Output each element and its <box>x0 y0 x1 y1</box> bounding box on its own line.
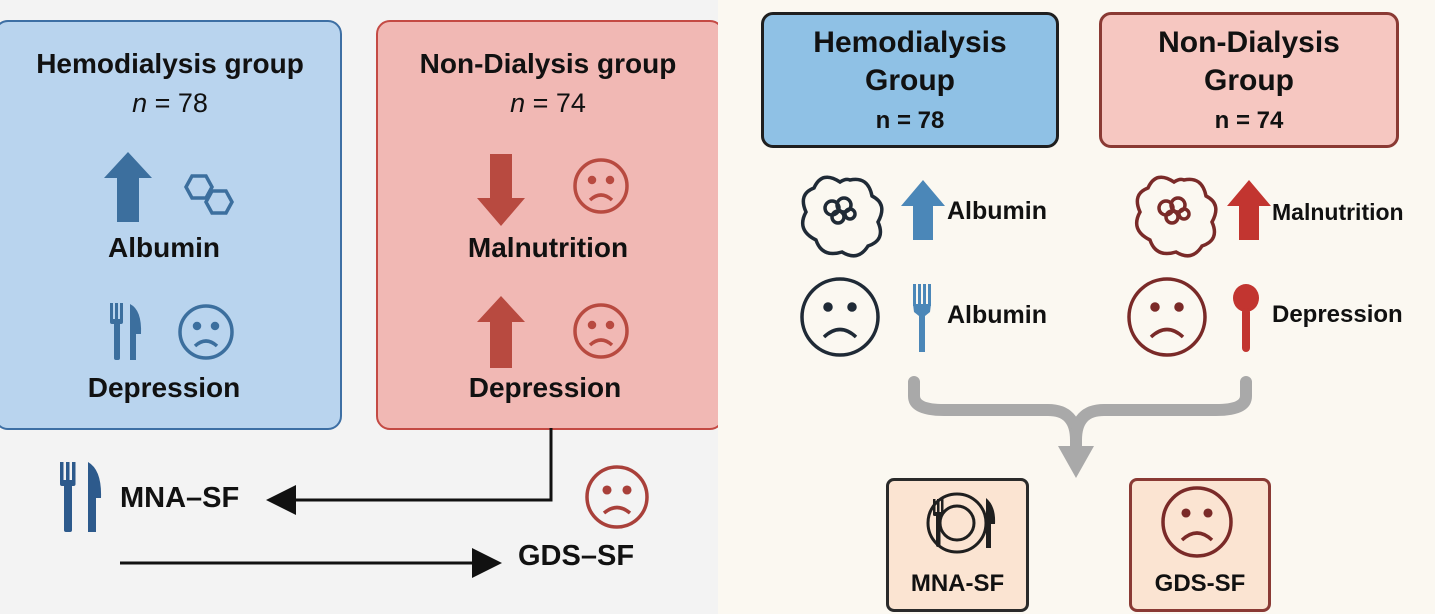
hemodialysis-row1-label: Albumin <box>947 197 1047 225</box>
sad-face-icon <box>573 158 629 214</box>
hemodialysis-n: n = 78 <box>0 88 340 119</box>
hemodialysis-group-title-line1: Hemodialysis <box>813 26 1007 59</box>
hemodialysis-group-title-line2: Group <box>865 64 955 97</box>
mna-sf-label: MNA–SF <box>120 482 240 514</box>
sad-face-icon <box>573 303 629 359</box>
arrow-up-icon <box>1227 180 1271 240</box>
sad-face-icon <box>585 465 649 529</box>
fork-icon <box>913 284 931 352</box>
non-dialysis-row2-label: Depression <box>1272 301 1403 328</box>
n-variable: n <box>510 88 526 118</box>
n-value: = 78 <box>147 88 208 118</box>
hemodialysis-box <box>0 20 342 430</box>
n-value: = 74 <box>525 88 586 118</box>
left-icons-layer <box>60 152 649 578</box>
left-diagram: Hemodialysis group n = 78 Albumin Depres… <box>0 0 724 614</box>
fork-knife-icon <box>110 303 142 360</box>
gds-sf-box-label: GDS-SF <box>1154 570 1246 597</box>
hemodialysis-depression-label: Depression <box>87 372 241 403</box>
sad-face-icon <box>178 304 234 360</box>
hexagon-molecule-icon <box>184 174 234 215</box>
non-dialysis-n: n = 74 <box>378 88 718 119</box>
brain-icon <box>800 175 884 258</box>
fork-knife-icon <box>60 462 102 532</box>
connector-to-mna-sf <box>266 428 553 515</box>
arrow-up-icon <box>901 180 945 240</box>
non-dialysis-row1-label: Malnutrition <box>1272 199 1404 225</box>
gds-sf-label: GDS–SF <box>518 540 635 572</box>
hemodialysis-row2-label: Albumin <box>947 301 1047 329</box>
hemodialysis-group-n: n = 78 <box>875 107 945 134</box>
arrow-up-icon <box>477 296 525 368</box>
hemodialysis-albumin-label: Albumin <box>108 232 220 263</box>
sad-face-icon <box>1127 277 1207 357</box>
mna-sf-box <box>886 478 1029 612</box>
sad-face-icon <box>800 277 880 357</box>
plate-icon <box>926 492 996 554</box>
spoon-icon <box>1233 284 1259 352</box>
sad-face-icon <box>1161 486 1233 558</box>
non-dialysis-group-n: n = 74 <box>1214 107 1284 134</box>
non-dialysis-group-title-line2: Group <box>1204 64 1294 97</box>
n-variable: n <box>132 88 148 118</box>
funnel-arrow-icon <box>908 376 1252 454</box>
mna-sf-box-label: MNA-SF <box>910 570 1005 597</box>
non-dialysis-title: Non-Dialysis group <box>419 48 677 79</box>
non-dialysis-box <box>376 20 724 430</box>
non-dialysis-malnutrition-label: Malnutrition <box>467 232 629 263</box>
non-dialysis-group-box <box>1099 12 1399 148</box>
arrow-down-icon <box>477 154 525 226</box>
hemodialysis-title: Hemodialysis group <box>36 48 304 79</box>
funnel-arrowhead <box>1058 446 1094 478</box>
right-diagram: Hemodialysis Group n = 78 Non-Dialysis G… <box>718 0 1435 614</box>
non-dialysis-depression-label: Depression <box>468 372 622 403</box>
hemodialysis-group-box <box>761 12 1059 148</box>
gds-sf-box <box>1129 478 1271 612</box>
right-icons-layer <box>800 175 1271 558</box>
non-dialysis-group-title-line1: Non-Dialysis <box>1158 26 1340 59</box>
brain-icon <box>1134 175 1218 258</box>
arrow-up-icon <box>104 152 152 222</box>
